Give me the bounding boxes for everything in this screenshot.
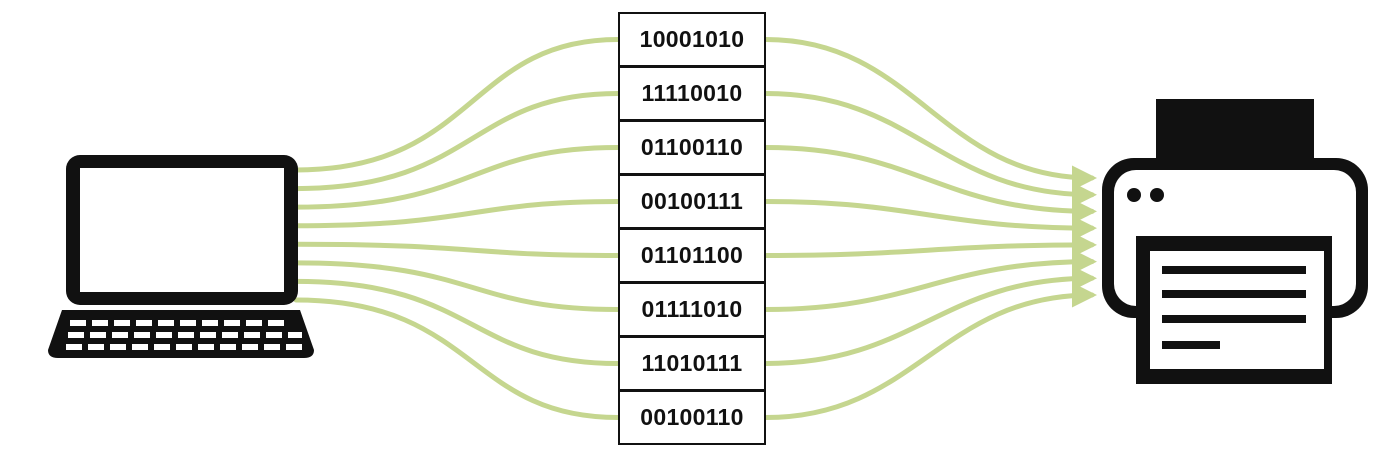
byte-cell: 01111010 [618, 282, 766, 337]
wire-right-5 [763, 249, 1097, 312]
wire-left-5 [293, 260, 621, 312]
byte-cell: 11010111 [618, 336, 766, 391]
wire-right-0 [763, 37, 1097, 191]
wire-left-3 [293, 199, 621, 229]
wire-left-2 [293, 145, 621, 210]
byte-cell: 11110010 [618, 66, 766, 121]
wire-left-1 [293, 91, 621, 192]
wire-right-3 [763, 199, 1097, 241]
wire-right-1 [763, 91, 1097, 208]
byte-column: 10001010 11110010 01100110 00100111 0110… [618, 12, 766, 445]
wire-right-7 [763, 282, 1097, 420]
wire-left-7 [293, 297, 621, 420]
wire-left-6 [293, 278, 621, 366]
byte-cell: 00100111 [618, 174, 766, 229]
wire-right-4 [763, 232, 1097, 258]
byte-cell: 01101100 [618, 228, 766, 283]
wire-right-6 [763, 265, 1097, 366]
wires-bytes-to-printer [763, 37, 1097, 420]
byte-cell: 00100110 [618, 390, 766, 445]
byte-cell: 01100110 [618, 120, 766, 175]
byte-cell: 10001010 [618, 12, 766, 67]
laptop-icon [48, 155, 314, 358]
wire-left-0 [293, 37, 621, 173]
wires-laptop-to-bytes [293, 37, 621, 420]
wire-left-4 [293, 241, 621, 258]
wire-right-2 [763, 145, 1097, 224]
printer-icon [1102, 99, 1368, 384]
